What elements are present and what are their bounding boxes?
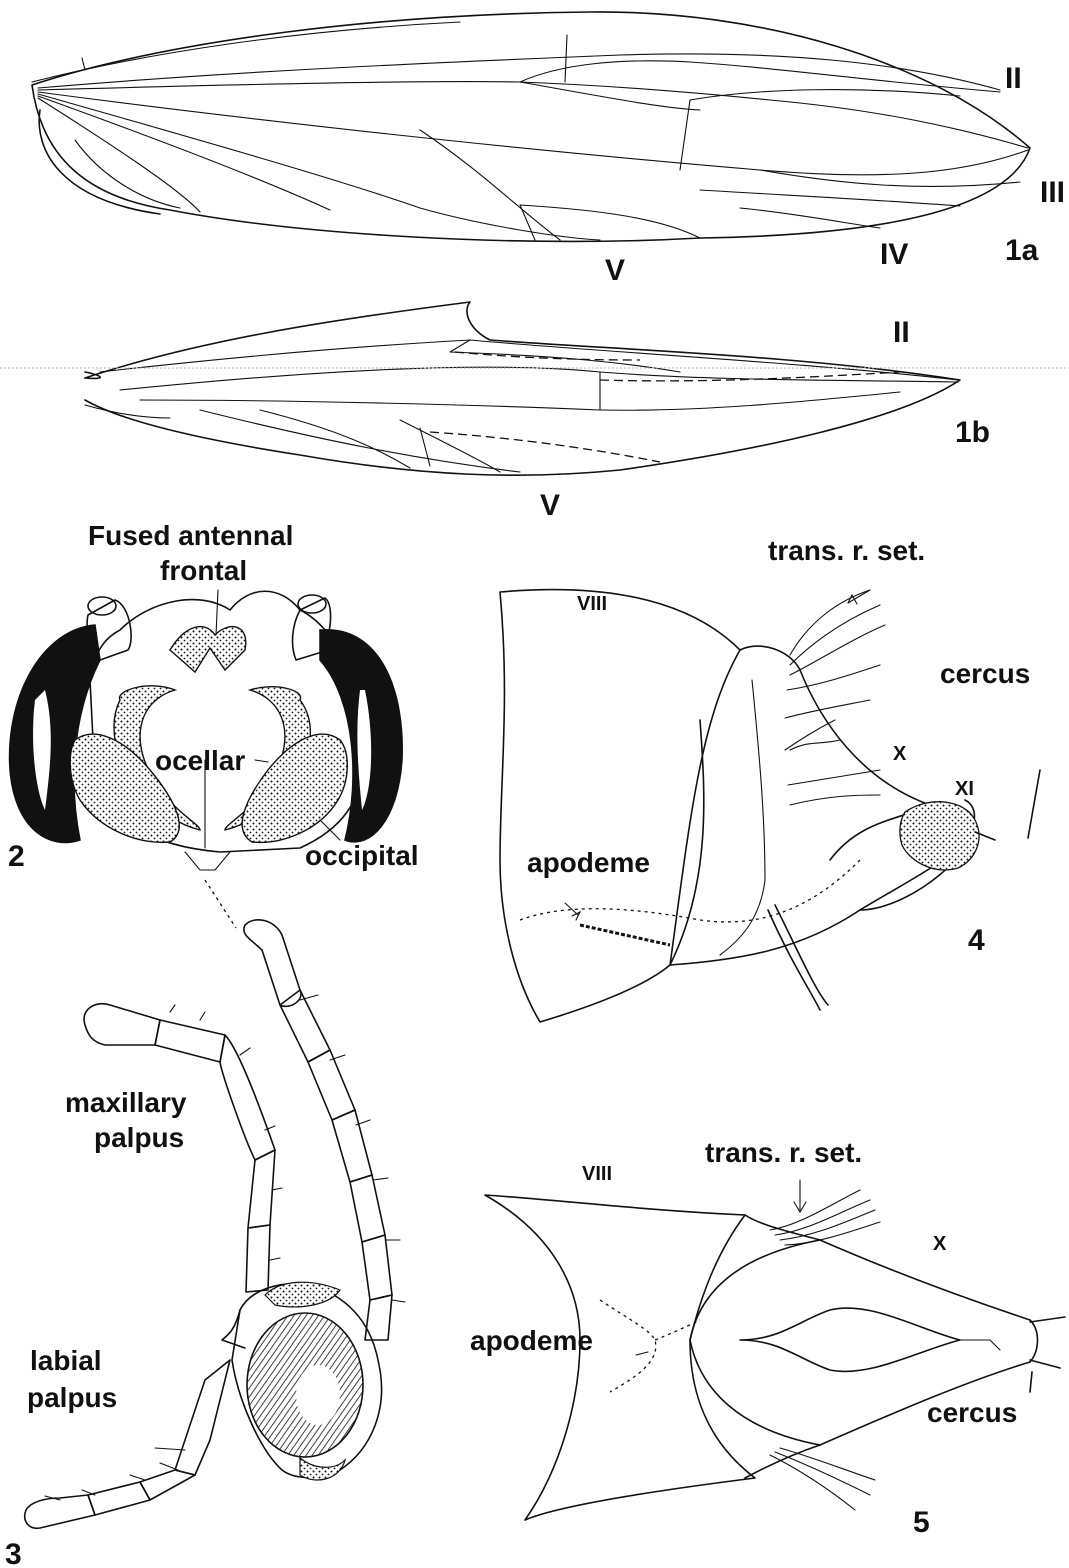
label-apodeme-5: apodeme [470, 1325, 593, 1356]
vein-label-v-1a: V [605, 254, 625, 287]
label-labial-palpus-line2: palpus [27, 1382, 117, 1413]
left-eye [10, 625, 100, 842]
figure-label-4: 4 [968, 924, 985, 957]
forewing-1a: II III IV V 1a [32, 12, 1065, 287]
vein-label-iii-1a: III [1040, 176, 1065, 209]
label-maxillary-palpus-line1: maxillary [65, 1087, 187, 1118]
cercus-4 [900, 802, 979, 870]
label-ocellar: ocellar [155, 745, 245, 776]
label-cercus-4: cercus [940, 658, 1030, 689]
label-trans-r-set-5: trans. r. set. [705, 1137, 862, 1168]
frontal-sclerite [170, 627, 246, 672]
figure-label-3: 3 [5, 1538, 22, 1568]
vein-label-ii-1a: II [1005, 62, 1022, 95]
vein-label-v-1b: V [540, 489, 560, 522]
head-palps-3: maxillary palpus labial palpus 3 [5, 880, 405, 1568]
figure-label-1b: 1b [955, 416, 990, 449]
label-segment-xi-4: XI [955, 778, 974, 800]
abdomen-lateral-4: trans. r. set. VIII X XI cercus apodeme … [500, 535, 1040, 1022]
figure-label-1a: 1a [1005, 234, 1039, 267]
label-labial-palpus-line1: labial [30, 1345, 102, 1376]
label-trans-r-set-4: trans. r. set. [768, 535, 925, 566]
label-apodeme-4: apodeme [527, 847, 650, 878]
occipital-sclerite-right [242, 734, 347, 842]
figure-label-2: 2 [8, 840, 25, 873]
abdomen-dorsal-5: trans. r. set. VIII X apodeme cercus 5 [470, 1137, 1065, 1539]
label-cercus-5: cercus [927, 1397, 1017, 1428]
label-occipital: occipital [305, 840, 419, 871]
hindwing-1b: II V 1b [85, 302, 990, 522]
label-segment-x-5: X [933, 1233, 947, 1255]
label-maxillary-palpus-line2: palpus [94, 1122, 184, 1153]
label-segment-viii-4: VIII [577, 593, 607, 615]
head-dorsal-2: Fused antennal frontal ocellar occipital… [8, 520, 419, 873]
vein-label-ii-1b: II [893, 316, 910, 349]
vein-label-iv-1a: IV [880, 238, 908, 271]
label-frontal: frontal [160, 555, 247, 586]
label-segment-x-4: X [893, 743, 907, 765]
gena-stipple-3 [300, 1458, 345, 1480]
label-fused-antennal: Fused antennal [88, 520, 293, 551]
segment-viii-plate-5 [485, 1195, 755, 1520]
label-segment-viii-5: VIII [582, 1163, 612, 1185]
figure-label-5: 5 [913, 1506, 930, 1539]
